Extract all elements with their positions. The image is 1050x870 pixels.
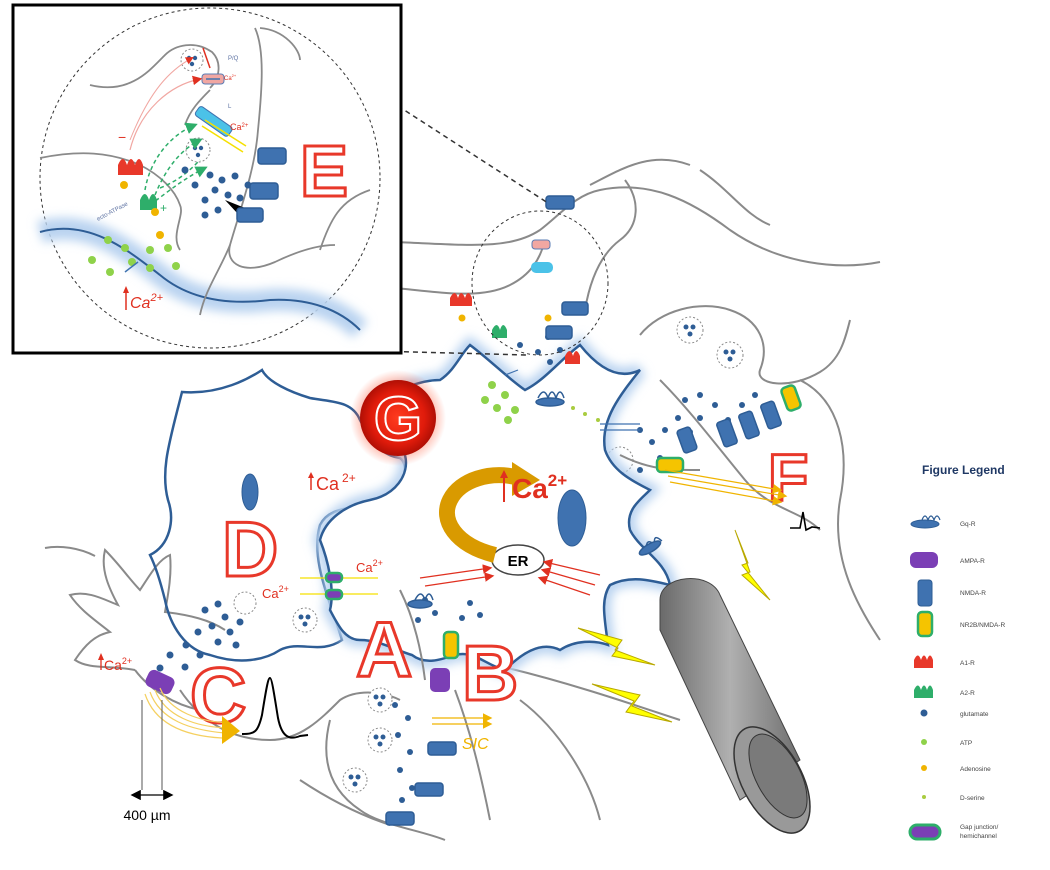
d-serine-dot-icon: [922, 795, 926, 799]
atp-dots: [481, 381, 519, 424]
gap-junction-icon: [908, 823, 942, 841]
nmda-receptors: [385, 195, 782, 826]
svg-text:G: G: [374, 385, 422, 454]
svg-text:+: +: [160, 201, 167, 215]
glutamate-dot-icon: [920, 709, 928, 717]
sic-label: SIC: [462, 736, 489, 753]
ca-influx-arrows: [419, 558, 601, 596]
figure-legend: Figure Legend Gq-R AMPA-R NMDA-R NR2B/NM…: [908, 463, 1005, 841]
ampa-receptors: [145, 668, 450, 695]
svg-text:P/Q: P/Q: [228, 56, 239, 62]
magnify-indicator: [259, 61, 609, 356]
glutamate-dots: [156, 334, 771, 821]
adenosine-dots: [458, 314, 552, 322]
label-c: C: [190, 651, 246, 739]
astrocyte-d-nucleus: [241, 473, 259, 511]
gap-junction: [300, 571, 378, 601]
pink-channel: [531, 239, 551, 250]
spike-waveform-f: [790, 511, 821, 532]
legend-label-gap-junction: Gap junction/: [960, 824, 998, 831]
label-d: D: [222, 505, 278, 593]
gq-receptor-icon: [910, 515, 941, 529]
ca-gap-right-label: Ca2+: [356, 558, 383, 575]
a2-receptor-icon: [914, 685, 933, 698]
sic-arrows: [432, 469, 788, 729]
legend-label-atp: ATP: [960, 740, 972, 747]
ca-c-label: Ca2+: [98, 653, 132, 673]
label-b: B: [462, 629, 518, 717]
legend-label-glutamate: glutamate: [960, 711, 989, 718]
svg-text:Ca2+: Ca2+: [224, 73, 237, 82]
label-a: A: [356, 605, 412, 693]
legend-label-ampa: AMPA-R: [960, 558, 985, 565]
atp-dot-icon: [921, 739, 927, 745]
spike-waveform-c: [241, 676, 309, 739]
svg-text:Ca2+: Ca2+: [356, 558, 383, 575]
legend-title: Figure Legend: [922, 463, 1005, 477]
label-e: E: [300, 132, 348, 212]
er-label: ER: [508, 553, 529, 570]
legend-label-nmda: NMDA-R: [960, 590, 986, 597]
label-f: F: [768, 440, 808, 514]
inset-e: P/Q Ca2+ L Ca2+ − +: [11, 3, 403, 355]
svg-text:−: −: [118, 129, 126, 145]
svg-text:Ca2+: Ca2+: [512, 471, 567, 504]
lightning-bolts: [577, 529, 771, 723]
g-marker: G: [350, 370, 446, 466]
svg-text:Ca2+: Ca2+: [262, 584, 289, 601]
blue-channel: [531, 262, 553, 273]
neuron-outlines: [44, 158, 881, 841]
svg-text:L: L: [228, 104, 232, 110]
ca-main-label: Ca2+: [500, 470, 567, 504]
nmda-receptor-icon: [917, 579, 933, 607]
a1-receptors: [450, 293, 580, 364]
ca-release-arrow: [439, 467, 523, 563]
ca-gap-left-label: Ca2+: [262, 584, 289, 601]
nr2b-receptor-icon: [916, 610, 934, 638]
small-gap-junction: [504, 369, 640, 431]
ampa-receptor-icon: [910, 552, 938, 568]
legend-label-gq: Gq-R: [960, 521, 976, 528]
c-arrow-head: [222, 716, 240, 744]
legend-label-a2: A2-R: [960, 690, 975, 697]
a1-receptor-icon: [914, 655, 933, 668]
svg-text:400 µm: 400 µm: [124, 807, 171, 823]
legend-label-d-serine: D-serine: [960, 795, 985, 802]
svg-text:Ca2+: Ca2+: [230, 122, 249, 132]
svg-text:Ca2+: Ca2+: [130, 292, 164, 312]
adenosine-dot-icon: [921, 765, 927, 771]
legend-label-hemichannel: hemichannel: [960, 833, 997, 840]
scale-bar: 400 µm: [124, 700, 174, 823]
legend-label-a1: A1-R: [960, 660, 975, 667]
svg-text:Ca2+: Ca2+: [316, 471, 356, 494]
legend-label-nr2b: NR2B/NMDA-R: [960, 622, 1005, 629]
c-propagation-arrow: [144, 687, 231, 739]
a2-receptors: [492, 325, 507, 338]
svg-text:Ca2+: Ca2+: [104, 656, 132, 673]
nr2b-receptors: [442, 384, 802, 660]
gq-receptors: [407, 391, 663, 609]
legend-label-adenosine: Adenosine: [960, 766, 991, 773]
ca-release-arrow-head: [512, 462, 540, 496]
astrocyte-nucleus: [557, 489, 587, 547]
blood-vessel: [659, 578, 811, 834]
